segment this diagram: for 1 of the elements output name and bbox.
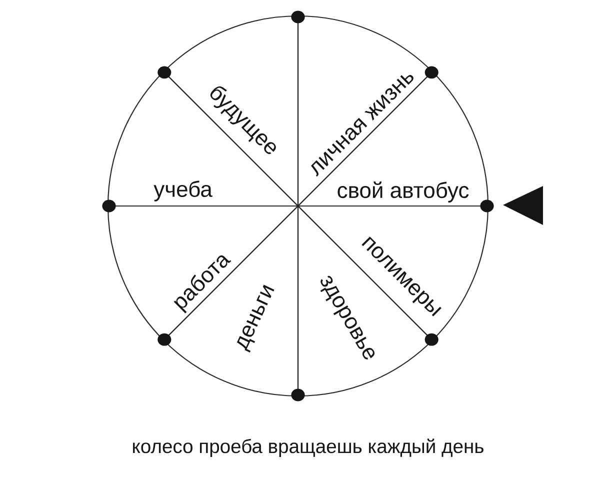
caption: колесо проеба вращаешь каждый день [133, 438, 484, 457]
